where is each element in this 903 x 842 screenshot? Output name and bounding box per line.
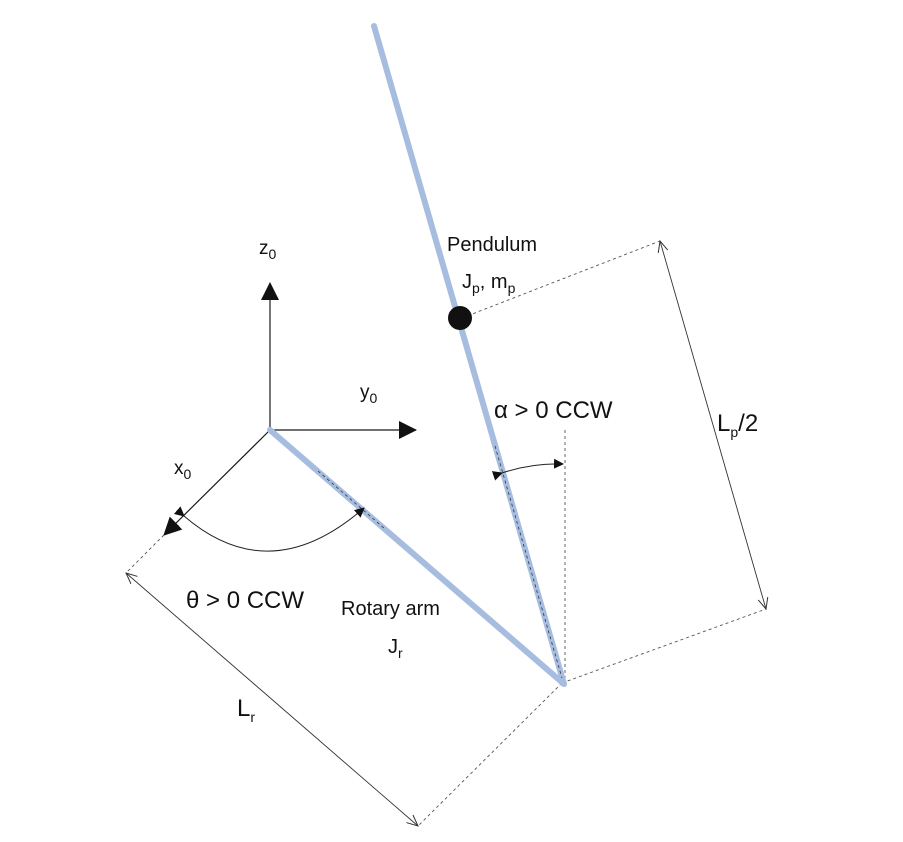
alpha-angle-arc bbox=[491, 458, 564, 481]
alpha-condition-label: α > 0 CCW bbox=[494, 397, 613, 424]
lr-bottom-extension bbox=[417, 682, 563, 827]
x0-axis bbox=[163, 429, 271, 536]
pendulum-inertia-mass-label: Jp, mp bbox=[462, 271, 516, 296]
pendulum-centerline bbox=[494, 445, 563, 679]
lp-half-label: Lp/2 bbox=[717, 410, 758, 440]
lp-bottom-extension bbox=[561, 608, 767, 684]
theta-condition-label: θ > 0 CCW bbox=[186, 587, 304, 614]
rotary-arm-centerline bbox=[317, 470, 386, 530]
lr-label: Lr bbox=[237, 695, 255, 725]
x0-axis-extension bbox=[125, 534, 165, 574]
z0-label: z0 bbox=[259, 238, 277, 262]
y0-label: y0 bbox=[360, 382, 378, 406]
pendulum-label: Pendulum bbox=[447, 234, 537, 256]
x0-label: x0 bbox=[174, 458, 192, 482]
theta-angle-arc bbox=[173, 506, 365, 552]
pendulum-mass bbox=[448, 306, 472, 330]
lr-dimension-line bbox=[126, 573, 418, 826]
rotary-arm-label: Rotary arm bbox=[341, 598, 440, 620]
rotary-arm-inertia-label: Jr bbox=[388, 636, 403, 661]
lp-half-dimension-line bbox=[660, 241, 766, 609]
